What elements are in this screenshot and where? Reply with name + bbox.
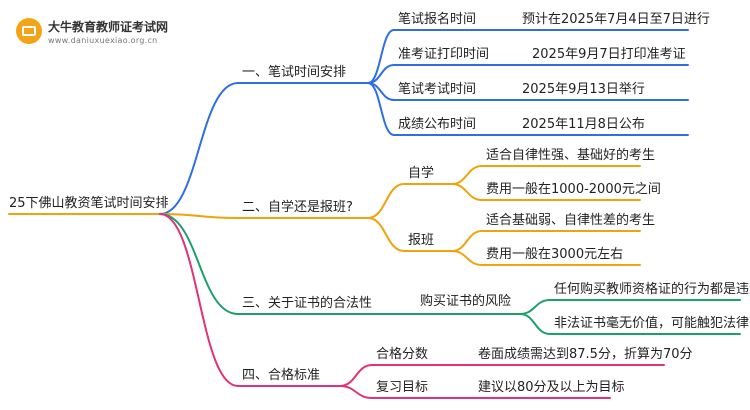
connector-root-branch-1 <box>159 82 239 215</box>
connector-b2-2-2 <box>451 250 483 266</box>
node-registration: 笔试报名时间 <box>398 12 477 27</box>
detail-results: 2025年11月8日公布 <box>522 117 645 132</box>
detail-registration: 预计在2025年7月4日至7日进行 <box>522 12 710 27</box>
connector-b4-1 <box>339 364 373 387</box>
detail-admission-ticket: 2025年9月7日打印准考证 <box>532 47 686 62</box>
detail-class-2: 费用一般在3000元左右 <box>486 247 624 262</box>
branch-schedule: 一、笔试时间安排 <box>242 65 347 80</box>
node-pass-score: 合格分数 <box>376 347 429 362</box>
connector-b2-2-1 <box>451 230 483 252</box>
book-icon <box>16 18 42 44</box>
detail-buy-risk-1: 任何购买教师资格证的行为都是违法的 <box>554 282 750 297</box>
connector-b3-2 <box>519 313 551 335</box>
detail-review-goal: 建议以80分及以上为目标 <box>478 380 625 395</box>
node-exam-time: 笔试考试时间 <box>398 82 477 97</box>
connector-root-branch-4 <box>159 213 239 387</box>
detail-buy-risk-2: 非法证书毫无价值，可能触犯法律 <box>554 316 750 331</box>
detail-class-1: 适合基础弱、自律性差的考生 <box>486 213 656 228</box>
detail-self-study-1: 适合自律性强、基础好的考生 <box>486 148 656 163</box>
branch-legality: 三、关于证书的合法性 <box>242 296 373 311</box>
brand-name: 大牛教育教师证考试网 <box>48 20 169 34</box>
connector-b2-2 <box>367 217 405 252</box>
branch-pass-standard: 四、合格标准 <box>242 368 321 383</box>
node-review-goal: 复习目标 <box>376 380 429 395</box>
connector-b1-1 <box>367 29 395 84</box>
detail-pass-score: 卷面成绩需达到87.5分，折算为70分 <box>478 347 693 362</box>
connector-b2-1-1 <box>451 165 483 185</box>
connector-b1-4 <box>367 82 395 136</box>
connector-root-branch-2 <box>159 213 239 219</box>
node-admission-ticket: 准考证打印时间 <box>398 47 490 62</box>
connector-b2-1 <box>367 183 405 219</box>
brand-url: www.daniuxuexiao.org.cn <box>48 36 158 45</box>
branch-self-study: 二、自学还是报班? <box>242 200 353 215</box>
node-buy-risk: 购买证书的风险 <box>420 294 512 309</box>
node-class: 报班 <box>408 233 435 248</box>
connector-b4-2 <box>339 385 373 399</box>
connector-root-branch-3 <box>159 213 239 315</box>
connector-b2-1-2 <box>451 183 483 201</box>
node-self-study: 自学 <box>408 166 435 181</box>
root-topic: 25下佛山教资笔试时间安排 <box>9 196 169 211</box>
connector-b3-1 <box>519 299 551 315</box>
node-results: 成绩公布时间 <box>398 117 477 132</box>
detail-exam-time: 2025年9月13日举行 <box>522 82 645 97</box>
detail-self-study-2: 费用一般在1000-2000元之间 <box>486 182 661 197</box>
brand-logo: 大牛教育教师证考试网 www.daniuxuexiao.org.cn <box>14 12 174 52</box>
